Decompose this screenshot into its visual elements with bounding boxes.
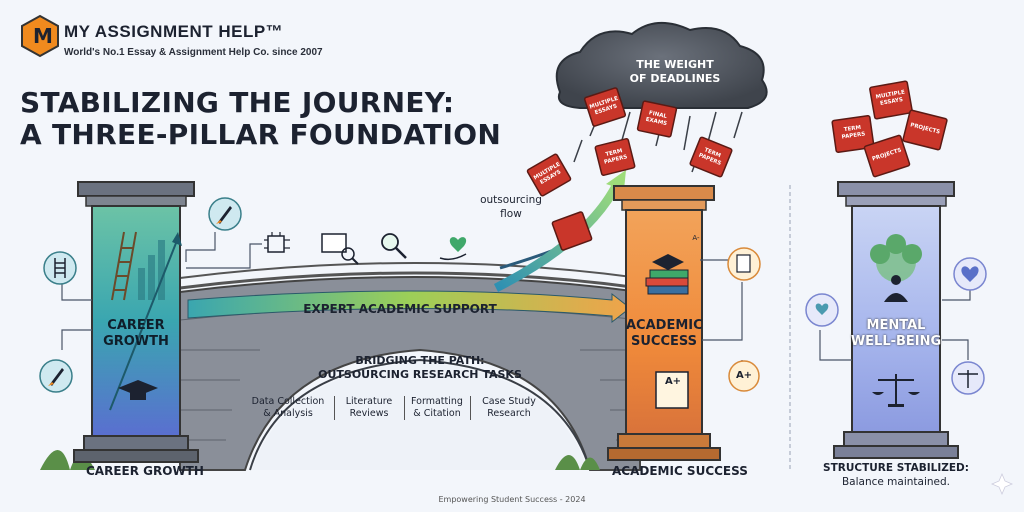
cloud-label-line1: THE WEIGHT xyxy=(636,58,714,71)
wellbeing-connectors xyxy=(819,290,971,361)
ladder-icon xyxy=(43,251,77,285)
data-search-icon xyxy=(321,233,359,265)
stacked-box-3 xyxy=(902,109,948,151)
falling-box-3 xyxy=(594,138,636,176)
task-formatting: Formatting& Citation xyxy=(411,396,463,420)
falling-box-4 xyxy=(689,136,733,178)
stacked-box-4 xyxy=(863,134,911,178)
support-banner-arrow xyxy=(187,290,631,324)
stabilized-label: STRUCTURE STABILIZED: Balance maintained… xyxy=(823,462,969,488)
page-title-line2: A THREE-PILLAR FOUNDATION xyxy=(20,118,502,151)
bridge-heading: BRIDGING THE PATH: OUTSOURCING RESEARCH … xyxy=(318,354,522,382)
certificate-grade: A+ xyxy=(664,376,682,387)
stacked-box-1 xyxy=(869,80,913,120)
grade-badge-icon xyxy=(728,360,760,392)
task-divider xyxy=(404,396,405,420)
stacked-box-2 xyxy=(831,115,875,153)
falling-box-2 xyxy=(636,100,678,138)
scale-icon-small xyxy=(951,361,985,395)
task-divider xyxy=(470,396,471,420)
task-divider xyxy=(334,396,335,420)
heart-hands-icon xyxy=(805,293,839,327)
brand-tagline: World's No.1 Essay & Assignment Help Co.… xyxy=(64,47,323,58)
heart-hand-icon xyxy=(439,237,467,261)
storm-cloud xyxy=(555,21,768,173)
career-pillar-label: CAREER GROWTH xyxy=(103,318,169,350)
logo-mark xyxy=(21,14,59,58)
wellbeing-pillar-shape xyxy=(833,181,959,459)
academic-pillar-label: ACADEMIC SUCCESS xyxy=(626,318,703,350)
falling-box-5 xyxy=(526,153,572,197)
brand-name: MY ASSIGNMENT HELP™ xyxy=(64,22,284,41)
support-banner-label: EXPERT ACADEMIC SUPPORT xyxy=(303,302,497,316)
book-stack-icon xyxy=(645,254,689,295)
balance-scale-icon xyxy=(872,374,920,407)
page-title-line1: STABILIZING THE JOURNEY: xyxy=(20,86,455,119)
heart-icon xyxy=(953,257,987,291)
falling-box-1 xyxy=(583,87,627,127)
task-data-collection: Data Collection& Analysis xyxy=(251,396,325,420)
cloud-label-line2: OF DEADLINES xyxy=(629,72,721,86)
grad-cap-icon xyxy=(118,380,158,400)
career-bottom-label: CAREER GROWTH xyxy=(86,464,204,478)
outsourcing-flow-label: outsourcing flow xyxy=(480,194,542,220)
footer-text: Empowering Student Success - 2024 xyxy=(438,495,586,504)
academic-pillar-shape xyxy=(607,185,721,461)
magnifier-icon xyxy=(381,233,407,259)
rocket-icon-left xyxy=(39,359,73,393)
sparkle-icon xyxy=(990,472,1014,496)
rocket-icon-top xyxy=(208,197,242,231)
meditation-tree-icon xyxy=(870,234,922,302)
academic-bottom-label: ACADEMIC SUCCESS xyxy=(612,464,748,478)
certificate-icon xyxy=(655,371,689,409)
logo-letter: M xyxy=(33,24,53,48)
grade-badge-label: A+ xyxy=(735,370,753,381)
small-grade-label: A- xyxy=(692,234,700,242)
wellbeing-pillar-label: MENTAL WELL-BEING xyxy=(850,318,942,350)
document-icon xyxy=(727,247,761,281)
circuit-icon xyxy=(264,232,290,253)
falling-box-6 xyxy=(551,211,593,251)
cloud-label: THE WEIGHT OF DEADLINES xyxy=(600,58,750,87)
